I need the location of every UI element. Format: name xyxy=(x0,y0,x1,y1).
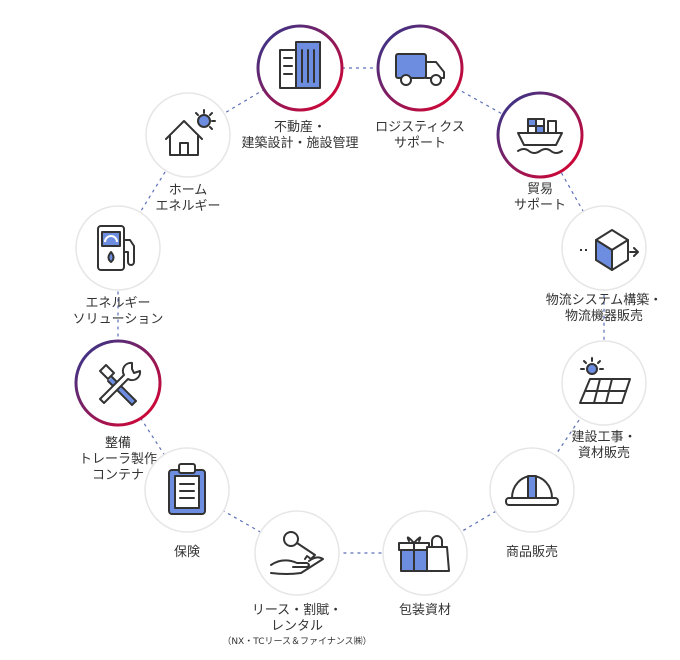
nodes-layer xyxy=(74,24,647,596)
node-energy-solution xyxy=(75,205,161,291)
node-packaging xyxy=(382,510,468,596)
node-lease xyxy=(254,510,340,596)
node-label-lease: リース・割賦・レンタル xyxy=(217,603,377,635)
label-line: 商品販売 xyxy=(505,545,558,560)
label-line: 貿易 xyxy=(526,182,553,197)
label-line: エネルギー xyxy=(155,199,221,214)
label-line: ロジスティクス xyxy=(375,120,465,135)
node-maintenance xyxy=(74,339,162,427)
clipboard-icon xyxy=(168,463,206,515)
solar-panel-icon xyxy=(579,357,631,404)
node-label-real-estate: 不動産・建築設計・施設管理 xyxy=(220,120,380,152)
label-line: サポート xyxy=(393,136,446,151)
tools-icon xyxy=(99,361,142,406)
building-icon xyxy=(279,41,321,89)
node-logistics-system xyxy=(561,205,647,291)
box-icon xyxy=(580,229,639,271)
node-label-maintenance: 整備トレーラ製作コンテナ xyxy=(38,436,198,484)
label-line: エネルギー xyxy=(85,296,151,311)
label-line: ホーム xyxy=(168,183,208,198)
ship-icon xyxy=(517,118,563,154)
label-line: 物流システム構築・ xyxy=(545,293,663,308)
label-line: コンテナ xyxy=(91,468,144,483)
node-label-products: 商品販売 xyxy=(452,545,612,561)
node-label-packaging: 包装資材 xyxy=(345,603,505,619)
node-label-construction: 建設工事・資材販売 xyxy=(524,430,680,462)
node-trade xyxy=(496,91,584,179)
label-line: 包装資材 xyxy=(398,603,451,618)
key-hand-icon xyxy=(270,531,324,575)
truck-icon xyxy=(395,53,445,86)
node-logistics xyxy=(376,24,464,112)
fuel-pump-icon xyxy=(97,225,135,271)
node-label-logistics: ロジスティクスサポート xyxy=(340,120,500,152)
helmet-icon xyxy=(505,475,559,506)
label-line: 不動産・ xyxy=(273,120,326,135)
label-line: トレーラ製作 xyxy=(78,452,157,467)
gift-bag-icon xyxy=(398,535,450,572)
node-circle-lease xyxy=(254,510,340,596)
label-line: サポート xyxy=(513,198,566,213)
node-note-lease: （NX・TCリース＆ファイナンス㈱） xyxy=(222,637,372,647)
label-line: 物流機器販売 xyxy=(564,309,643,324)
node-insurance xyxy=(144,447,230,533)
node-label-energy-solution: エネルギーソリューション xyxy=(38,296,198,328)
label-line: 整備 xyxy=(104,436,131,451)
node-label-insurance: 保険 xyxy=(107,545,267,561)
label-line: ソリューション xyxy=(72,312,164,327)
label-line: 資材販売 xyxy=(577,446,630,461)
node-construction xyxy=(561,340,647,426)
label-line: 建築設計・施設管理 xyxy=(241,136,359,151)
label-line: レンタル xyxy=(270,619,323,634)
label-line: 保険 xyxy=(173,545,200,560)
node-home-energy xyxy=(145,92,231,178)
house-sun-icon xyxy=(165,109,216,156)
node-label-trade: 貿易サポート xyxy=(460,182,620,214)
node-products xyxy=(489,447,575,533)
label-line: リース・割賦・ xyxy=(251,603,343,618)
node-real-estate xyxy=(256,24,344,112)
node-label-logistics-system: 物流システム構築・物流機器販売 xyxy=(524,293,680,325)
node-label-home-energy: ホームエネルギー xyxy=(108,183,268,215)
label-line: 建設工事・ xyxy=(571,430,637,445)
